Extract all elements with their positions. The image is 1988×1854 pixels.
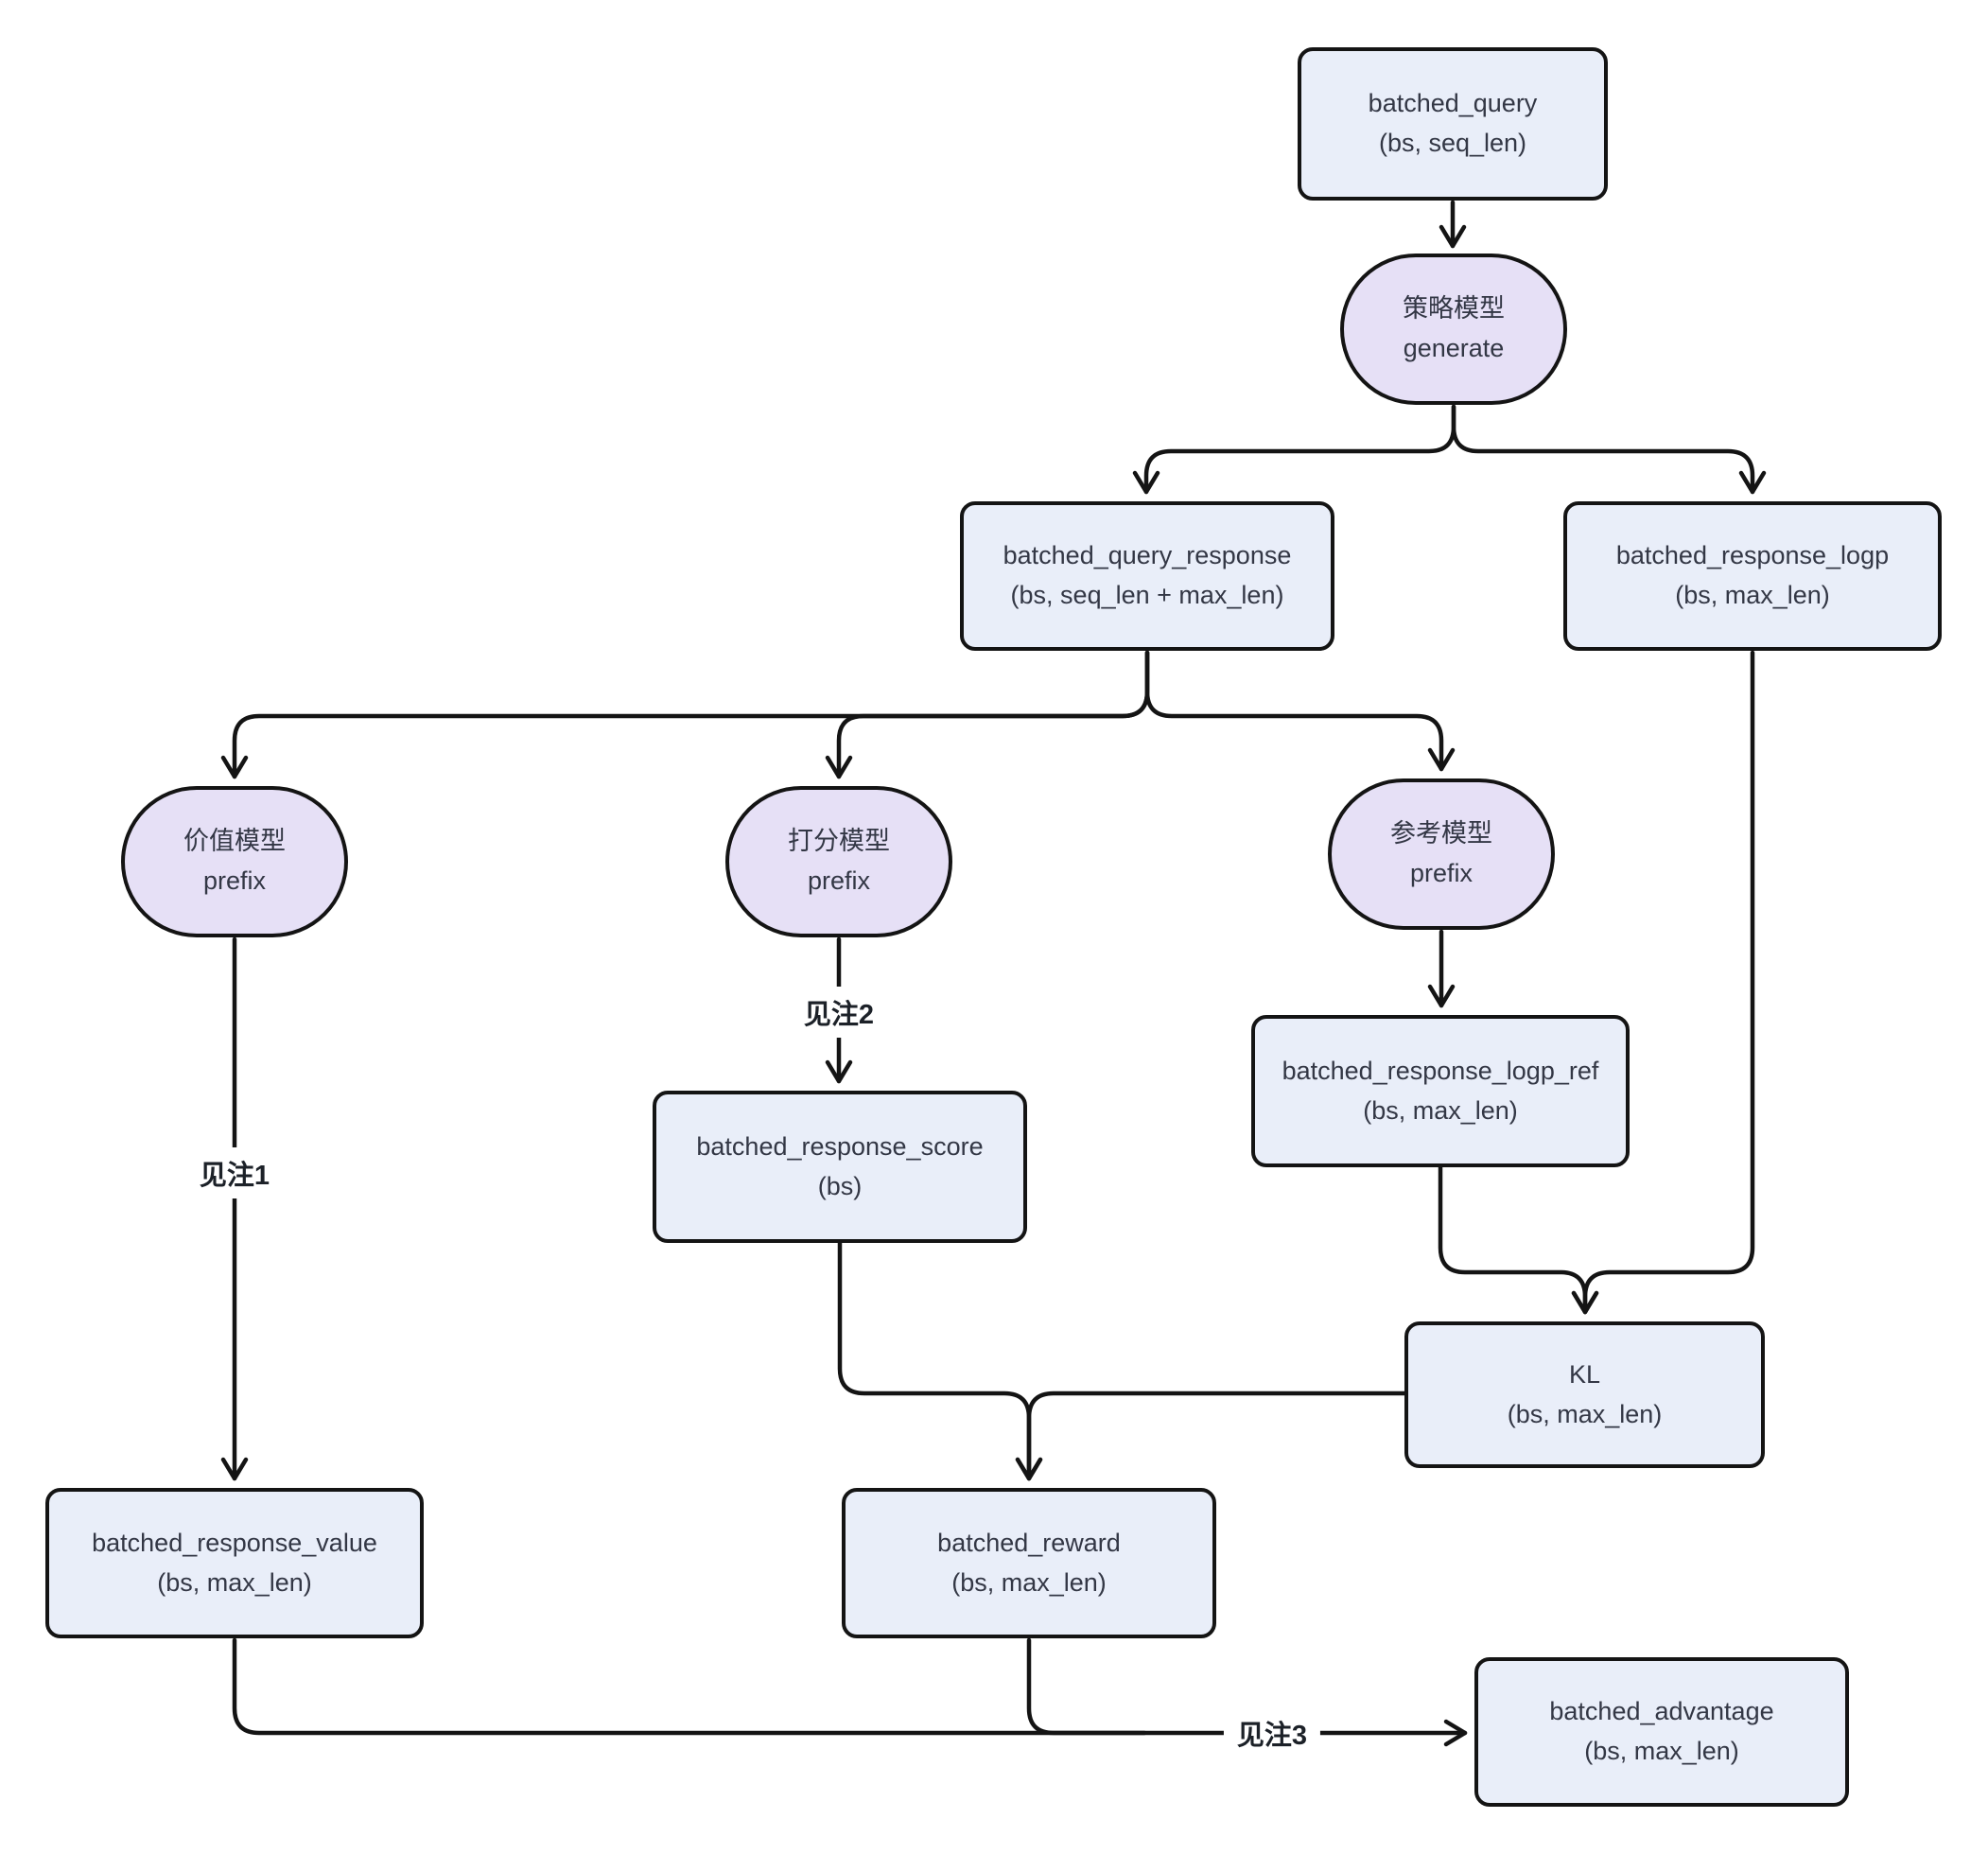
edge-response-value-to-advantage (232, 1637, 1468, 1747)
node-batched-response-logp-shape: (bs, max_len) (1675, 581, 1830, 609)
node-batched-advantage-name: batched_advantage (1549, 1697, 1774, 1726)
node-ref-model-name: 参考模型 (1390, 819, 1492, 848)
node-kl-shape: (bs, max_len) (1507, 1399, 1663, 1428)
node-value-model-name: 价值模型 (183, 827, 286, 856)
node-batched-reward-shape: (bs, max_len) (951, 1567, 1107, 1597)
edge-query-response-to-ref-model (1144, 650, 1456, 772)
node-batched-response-score: batched_response_score (bs) (653, 1091, 1027, 1243)
edge-policy-to-query-response (1132, 404, 1456, 495)
edge-policy-to-response-logp (1451, 404, 1767, 495)
edge-label-note3: 见注3 (1223, 1707, 1321, 1758)
node-policy-model-action: generate (1403, 334, 1505, 362)
node-batched-reward-name: batched_reward (937, 1528, 1121, 1557)
edge-kl-to-reward (1015, 1390, 1407, 1481)
node-batched-response-logp: batched_response_logp (bs, max_len) (1563, 501, 1942, 651)
edge-reward-to-advantage (1026, 1637, 1147, 1736)
node-batched-query: batched_query (bs, seq_len) (1298, 47, 1608, 201)
node-score-model-action: prefix (807, 866, 871, 895)
node-policy-model-name: 策略模型 (1403, 294, 1505, 324)
node-policy-model: 策略模型 generate (1340, 254, 1567, 405)
node-batched-response-logp-ref-name: batched_response_logp_ref (1282, 1056, 1599, 1085)
node-batched-query-response: batched_query_response (bs, seq_len + ma… (960, 501, 1334, 651)
node-ref-model: 参考模型 prefix (1328, 778, 1555, 930)
node-batched-response-logp-name: batched_response_logp (1615, 541, 1890, 570)
node-batched-query-response-name: batched_query_response (1003, 541, 1292, 570)
node-kl: KL (bs, max_len) (1404, 1321, 1765, 1468)
edge-response-logp-to-kl (1571, 650, 1755, 1315)
node-batched-response-value-shape: (bs, max_len) (157, 1567, 312, 1597)
node-batched-advantage: batched_advantage (bs, max_len) (1474, 1657, 1849, 1807)
node-batched-advantage-shape: (bs, max_len) (1584, 1737, 1739, 1765)
node-batched-response-score-shape: (bs) (817, 1171, 863, 1200)
node-batched-response-value-name: batched_response_value (92, 1528, 377, 1557)
node-value-model: 价值模型 prefix (121, 786, 348, 937)
edge-response-score-to-reward (837, 1240, 1043, 1481)
node-score-model-name: 打分模型 (788, 827, 890, 856)
node-kl-name: KL (1568, 1359, 1601, 1389)
node-batched-query-response-shape: (bs, seq_len + max_len) (1010, 581, 1284, 609)
node-batched-reward: batched_reward (bs, max_len) (842, 1488, 1216, 1638)
node-score-model: 打分模型 prefix (725, 786, 952, 937)
node-batched-response-value: batched_response_value (bs, max_len) (45, 1488, 424, 1638)
edge-query-response-to-score-model (825, 650, 1150, 779)
edge-label-note1: 见注1 (185, 1147, 284, 1198)
node-batched-query-shape: (bs, seq_len) (1378, 129, 1527, 157)
edge-label-note2: 见注2 (790, 987, 888, 1038)
node-batched-response-logp-ref: batched_response_logp_ref (bs, max_len) (1251, 1015, 1630, 1167)
edge-logp-ref-to-kl (1438, 1164, 1599, 1315)
node-batched-response-logp-ref-shape: (bs, max_len) (1363, 1095, 1518, 1125)
node-value-model-action: prefix (202, 866, 267, 895)
node-ref-model-action: prefix (1409, 859, 1474, 887)
node-batched-response-score-name: batched_response_score (696, 1131, 984, 1161)
node-batched-query-name: batched_query (1368, 89, 1538, 118)
